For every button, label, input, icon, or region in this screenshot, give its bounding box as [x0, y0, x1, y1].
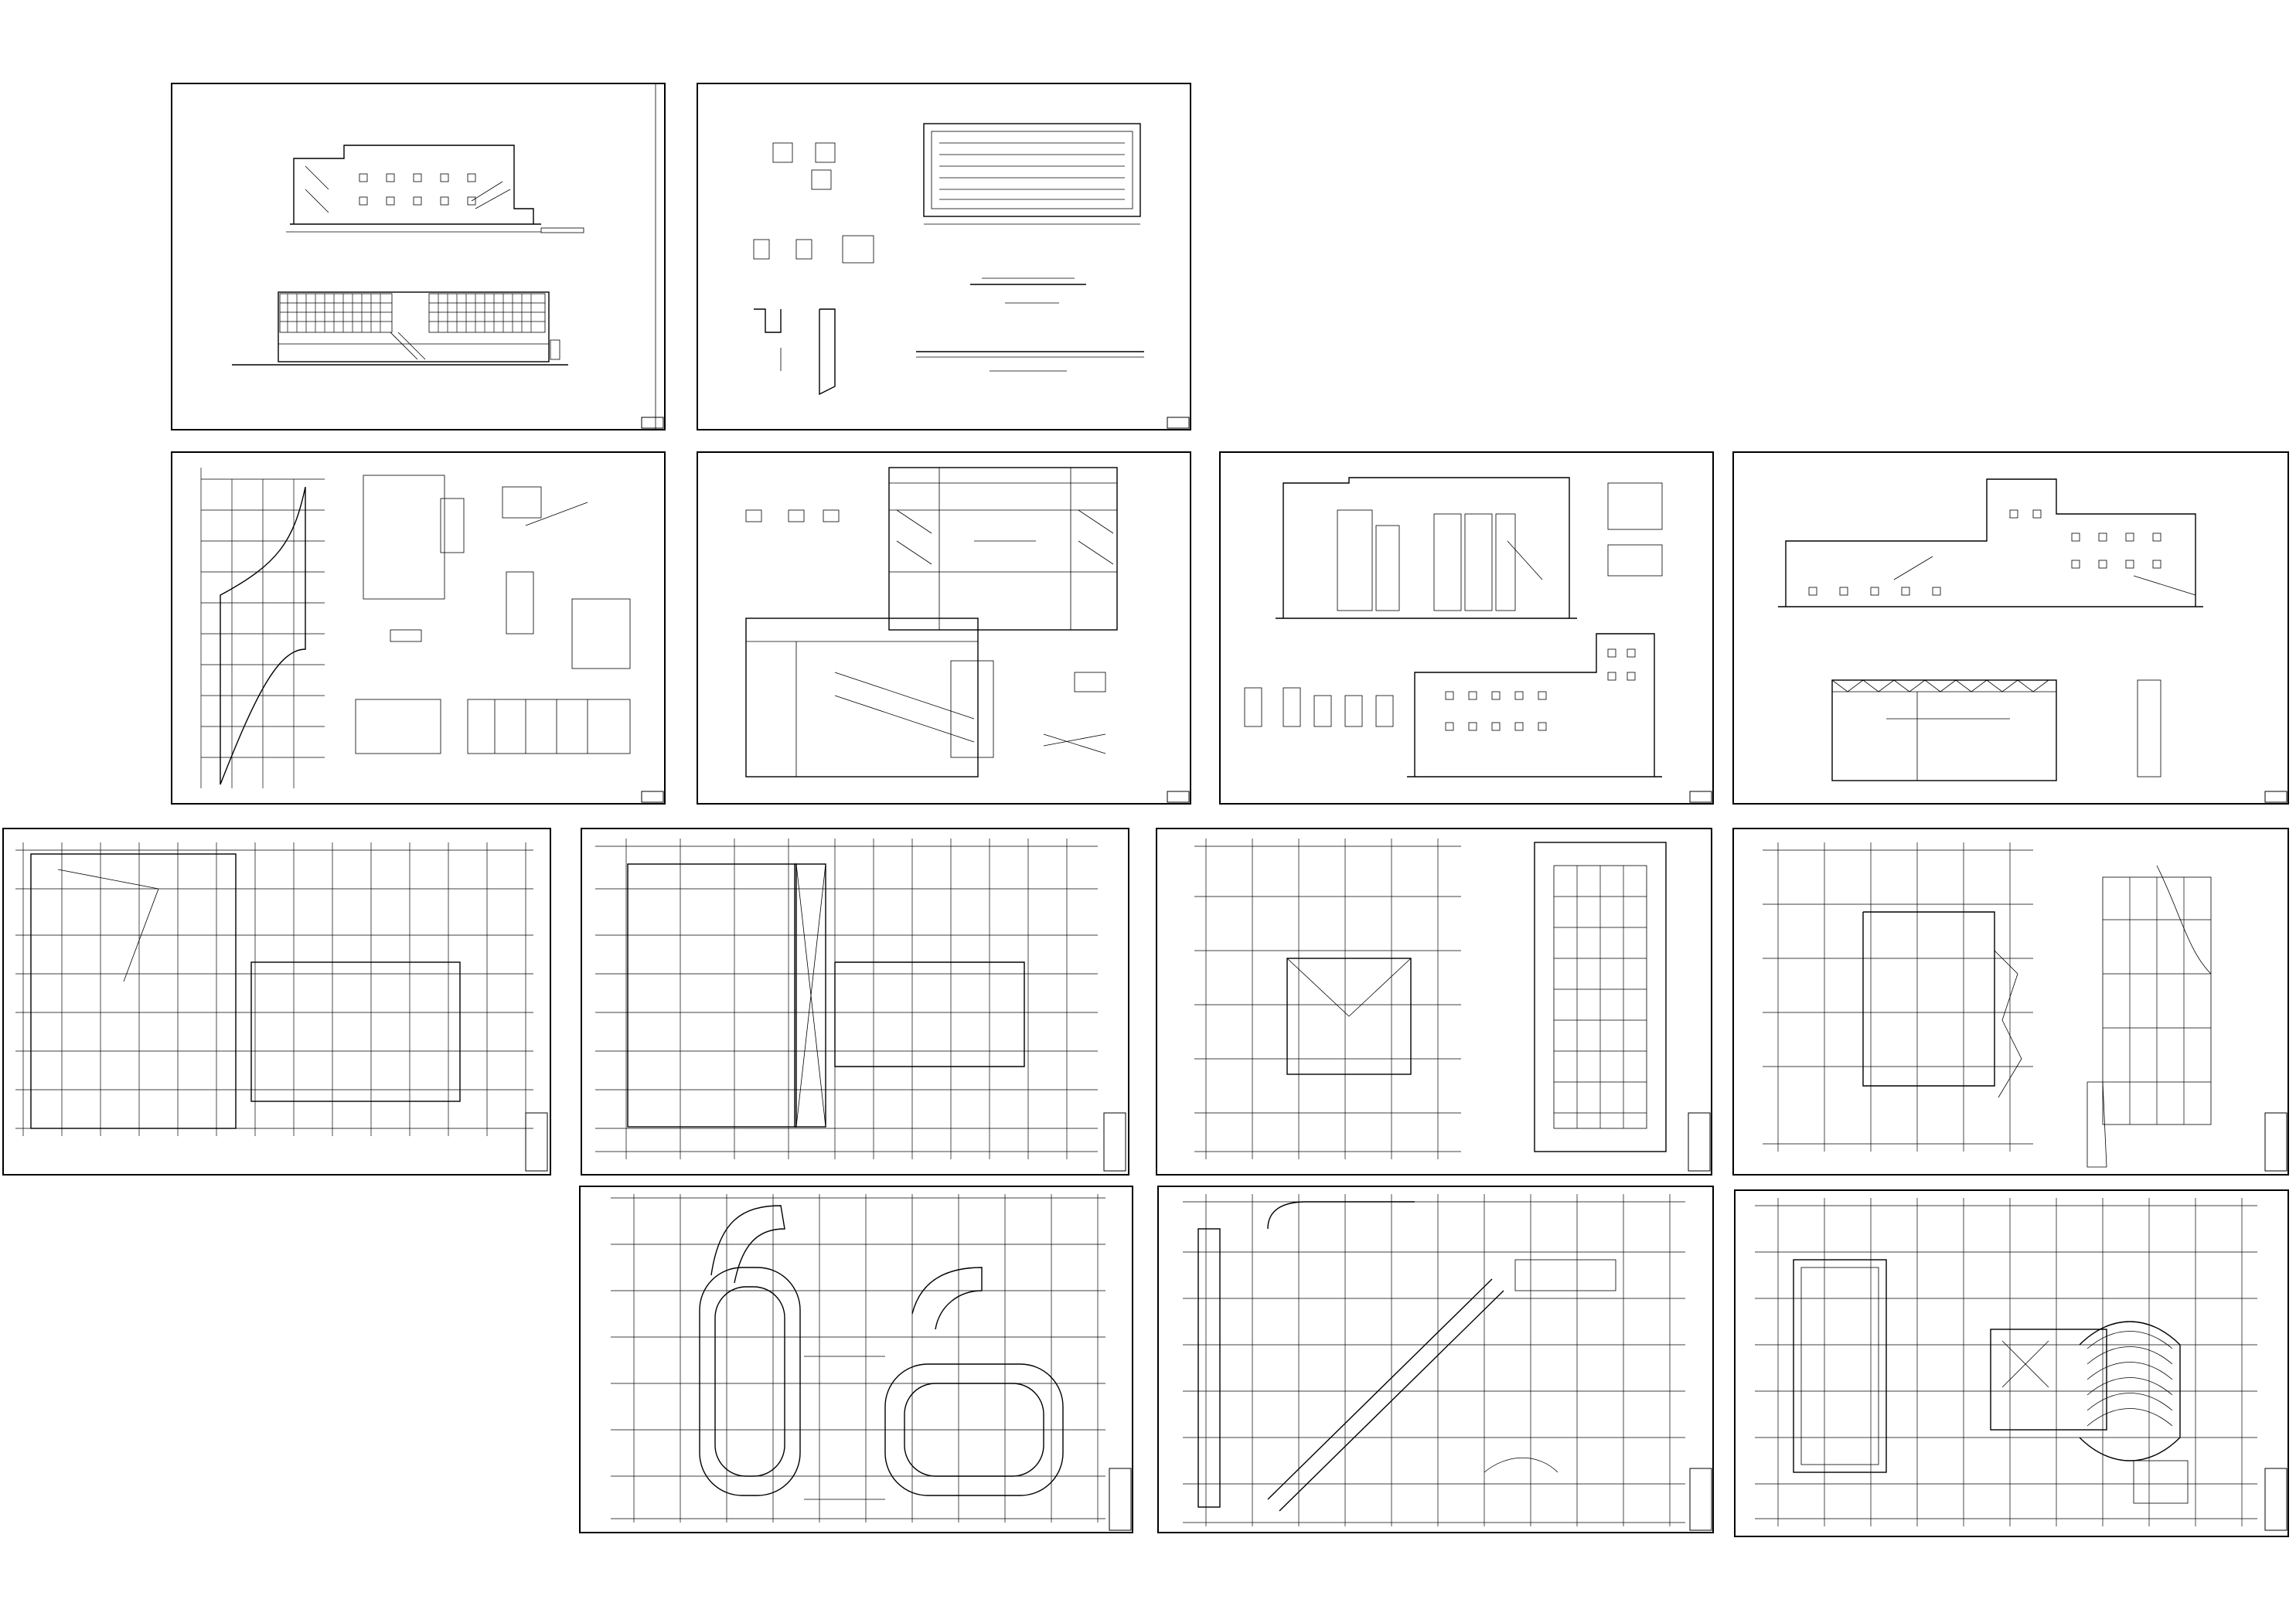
secondary-plan [1534, 842, 1667, 1152]
pool-plan [923, 123, 1141, 225]
wall-sections [753, 142, 874, 396]
small-details [745, 509, 1106, 754]
sheet-plan-parking[interactable] [579, 1186, 1133, 1533]
front-elevation [232, 291, 568, 366]
elevation-upper [1276, 477, 1663, 619]
sheet-plan-level-a[interactable] [2, 828, 551, 1176]
toilet-plans [355, 699, 631, 754]
side-elevation [286, 145, 584, 233]
sheet-pool-details[interactable] [697, 83, 1191, 430]
sheet-elevations-3[interactable] [1732, 451, 2289, 805]
sheet-stair-and-toilet-details[interactable] [171, 451, 666, 805]
sheet-plan-auditorium[interactable] [1734, 1189, 2289, 1537]
profile-details [916, 277, 1144, 372]
sheet-plan-level-d[interactable] [1732, 828, 2289, 1176]
ramp-plan [200, 468, 325, 788]
sheet-elevations-2[interactable] [1219, 451, 1714, 805]
stair-plans [363, 475, 631, 669]
secondary-plan-d [2086, 865, 2212, 1168]
auditorium-seating [2079, 1321, 2181, 1461]
longitudinal-section [888, 467, 1118, 631]
elevation-long [1778, 478, 2203, 607]
cross-section [745, 618, 994, 777]
sheet-plan-ground[interactable] [1157, 1186, 1714, 1533]
parking-ramps [699, 1205, 1064, 1500]
sheet-elevations-1[interactable] [171, 83, 666, 430]
elevation-lower [1244, 633, 1662, 777]
sheet-plan-level-b[interactable] [581, 828, 1129, 1176]
sheet-plan-level-c[interactable] [1156, 828, 1712, 1176]
sheet-sections-a[interactable] [697, 451, 1191, 805]
section-truss [1831, 679, 2161, 781]
